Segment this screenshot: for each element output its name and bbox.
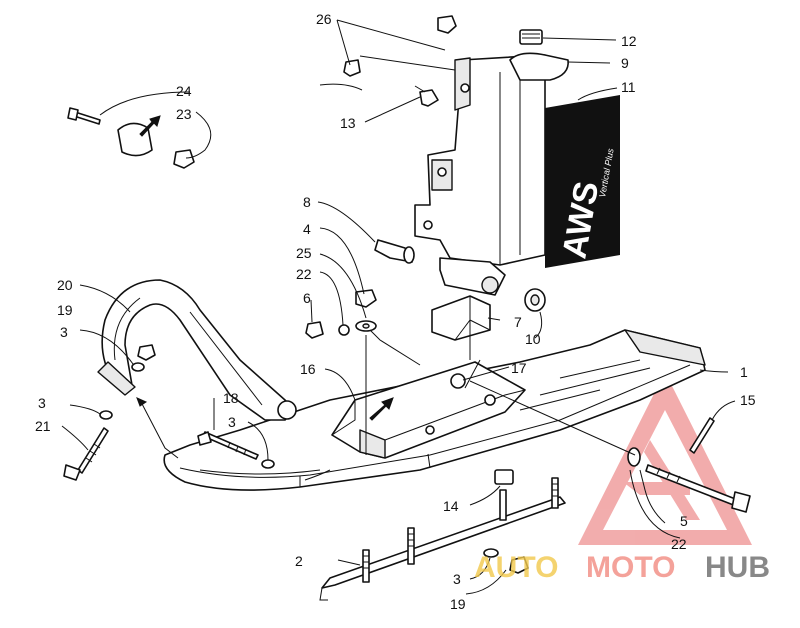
callout-19: 19	[450, 596, 466, 612]
aws-decal: AWS Vertical Plus	[545, 95, 620, 268]
callout-7: 7	[514, 314, 522, 330]
callout-2: 2	[295, 553, 303, 569]
spindle	[414, 52, 569, 296]
callout-9: 9	[621, 55, 629, 71]
callout-26: 26	[316, 11, 332, 27]
watermark-auto: AUTO	[474, 551, 558, 584]
callout-labels: 1 2 3 3 3 3 4 5 6 7 8 9 10 11 12 13 14 1…	[35, 11, 756, 612]
wear-bar	[319, 477, 566, 601]
callout-8: 8	[303, 194, 311, 210]
callout-12: 12	[621, 33, 637, 49]
callout-3: 3	[453, 571, 461, 587]
leader-lines	[61, 19, 736, 595]
callout-3: 3	[60, 324, 68, 340]
callout-13: 13	[340, 115, 356, 131]
callout-17: 17	[511, 360, 527, 376]
callout-3: 3	[228, 414, 236, 430]
callout-21: 21	[35, 418, 51, 434]
callout-3: 3	[38, 395, 46, 411]
callout-18: 18	[223, 390, 239, 406]
hardware-parts	[63, 15, 751, 574]
callout-5: 5	[680, 513, 688, 529]
callout-15: 15	[740, 392, 756, 408]
callout-6: 6	[303, 290, 311, 306]
callout-25: 25	[296, 245, 312, 261]
callout-19: 19	[57, 302, 73, 318]
ski-loop	[97, 279, 297, 421]
callout-23: 23	[176, 106, 192, 122]
callout-10: 10	[525, 331, 541, 347]
watermark-text: AUTO MOTO HUB	[474, 551, 770, 584]
watermark-moto: MOTO	[586, 551, 675, 584]
callout-1: 1	[740, 364, 748, 380]
watermark-hub: HUB	[705, 551, 770, 584]
callout-16: 16	[300, 361, 316, 377]
callout-14: 14	[443, 498, 459, 514]
callout-22: 22	[671, 536, 687, 552]
callout-22: 22	[296, 266, 312, 282]
callout-11: 11	[621, 79, 636, 95]
callout-4: 4	[303, 221, 311, 237]
callout-20: 20	[57, 277, 73, 293]
callout-24: 24	[176, 83, 192, 99]
